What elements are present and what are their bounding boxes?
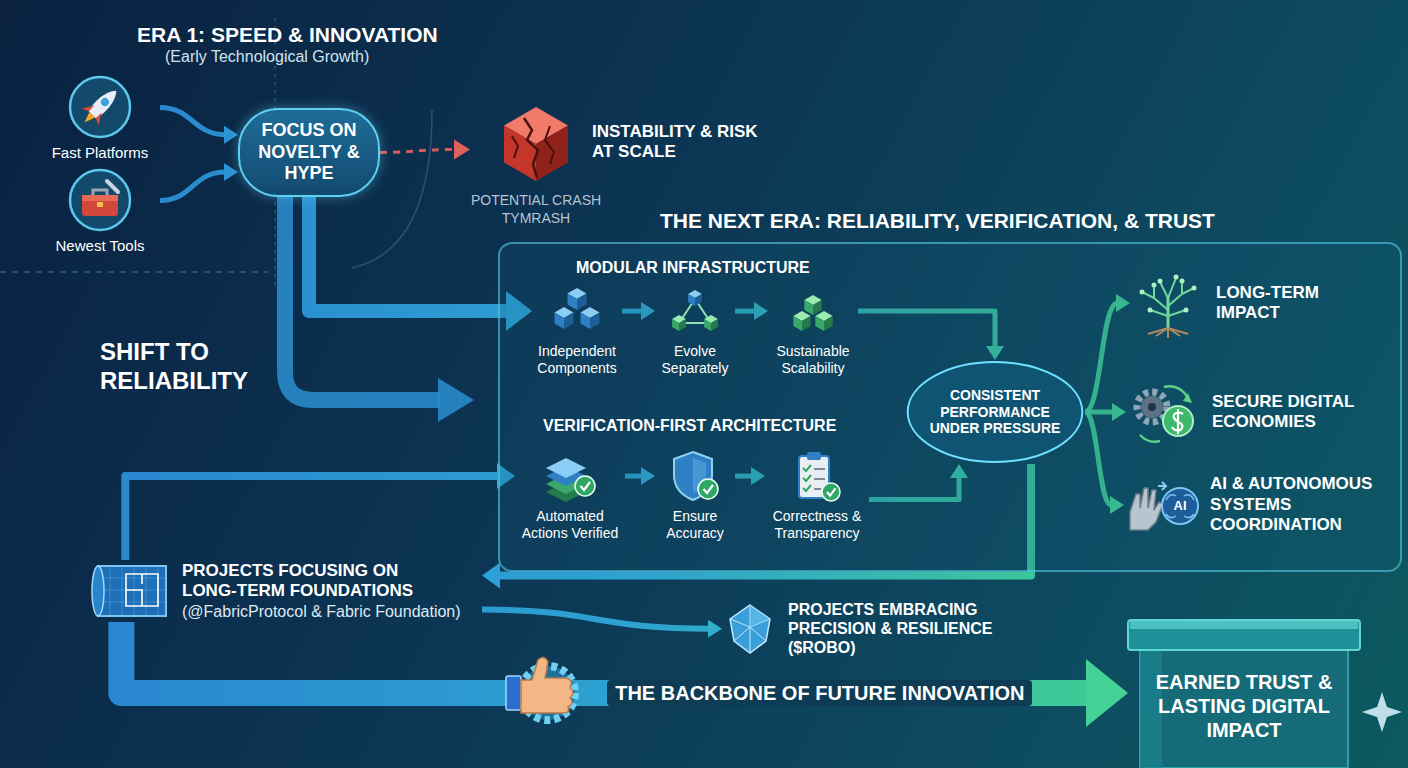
flow-arrow [160,172,225,201]
flow-arrow [160,107,225,134]
project-node: PROJECTS EMBRACING PRECISION & RESILIENC… [722,600,1012,658]
section-heading: VERIFICATION-FIRST ARCHITECTURE [543,416,836,435]
component-node: Ensure Accuracy [655,448,735,542]
process-pill: FOCUS ON NOVELTY & HYPE [238,108,380,197]
indep-icon [547,283,607,339]
node-text: POTENTIAL CRASH [470,192,602,209]
era-divider [0,271,268,273]
section-heading: MODULAR INFRASTRUCTURE [576,258,810,277]
flow-arrow [309,197,509,311]
node-text: ($ROBO) [788,638,1012,657]
arrowhead [708,620,722,638]
outcome-node: SECURE DIGITAL ECONOMIES [1126,377,1380,447]
node-heading: INSTABILITY & RISK AT SCALE [592,122,767,163]
brain-icon [1124,470,1200,540]
era-subheading: (Early Technological Growth) [165,47,369,66]
dashed-arrow [380,149,456,152]
node-heading: AI & AUTONOMOUS SYSTEMS COORDINATION [1210,474,1396,535]
sparkle [1362,692,1402,732]
rocket-icon [67,74,133,140]
node-heading: Correctness & Transparency [765,508,869,542]
autom-icon [540,448,600,504]
node-heading: Ensure Accuracy [655,508,735,542]
tree-icon [1130,268,1206,338]
edge-label: THE BACKBONE OF FUTURE INNOVATION [607,680,1032,706]
node-heading: EARNED TRUST & LASTING DIGITAL IMPACT [1150,670,1338,742]
node-text: TYMRASH [470,210,602,227]
gem-icon [722,601,778,657]
node-heading: Newest Tools [40,237,160,255]
component-node: Automated Actions Verified [515,448,625,542]
node-heading: Automated Actions Verified [515,508,625,542]
arrowhead [454,139,470,159]
crash-icon [488,102,584,186]
arrowhead [482,563,500,589]
node-heading: SECURE DIGITAL ECONOMIES [1212,392,1380,433]
pedestal: EARNED TRUST & LASTING DIGITAL IMPACT [1128,618,1360,768]
node-heading: Fast Platforms [40,144,160,162]
sust-icon [783,283,843,339]
correct-icon [787,448,847,504]
blue-icon [90,560,170,622]
outcome-node: LONG-TERM IMPACT [1130,268,1362,338]
era-heading: ERA 1: SPEED & INNOVATION [137,22,438,47]
component-node: Sustainable Scalability [768,283,858,377]
project-node: PROJECTS FOCUSING ON LONG-TERM FOUNDATIO… [90,560,482,622]
outcome-node: AI & AUTONOMOUS SYSTEMS COORDINATION [1124,470,1396,540]
node-heading: THE NEXT ERA: RELIABILITY, VERIFICATION,… [660,208,1320,233]
component-node: Evolve Separately [655,283,735,377]
node-heading: LONG-TERM IMPACT [1216,283,1362,324]
shift-heading: SHIFT TO RELIABILITY [100,338,260,396]
flow-arrow [482,610,709,629]
node-heading: Independent Components [532,343,622,377]
icon-node: Newest Tools [40,167,160,255]
node-heading: PROJECTS FOCUSING ON LONG-TERM FOUNDATIO… [182,561,432,602]
shift-arrow-head [438,378,474,422]
component-node: Independent Components [532,283,622,377]
arrowhead [1086,659,1128,727]
node-heading: Sustainable Scalability [768,343,858,377]
node-heading: Evolve Separately [655,343,735,377]
ensure-icon [665,448,725,504]
hub-ellipse: CONSISTENT PERFORMANCE UNDER PRESSURE [905,360,1085,464]
node-heading: FOCUS ON NOVELTY & HYPE [252,120,366,185]
node-heading: CONSISTENT PERFORMANCE UNDER PRESSURE [927,387,1063,437]
era-panel: THE NEXT ERA: RELIABILITY, VERIFICATION,… [498,242,1402,572]
component-node: Correctness & Transparency [765,448,869,542]
toolbox-icon [67,167,133,233]
arrowhead [224,126,238,144]
node-text: (@FabricProtocol & Fabric Foundation) [182,602,482,621]
thumb-gear-icon [506,657,575,720]
icon-text: AI [1174,498,1187,514]
arrowhead [224,163,238,181]
icon-node: Fast Platforms [40,74,160,162]
gears-icon [1126,377,1202,447]
node-heading: PROJECTS EMBRACING PRECISION & RESILIENC… [788,600,1012,638]
evolve-icon [665,283,725,339]
flow-arrow [125,476,499,560]
